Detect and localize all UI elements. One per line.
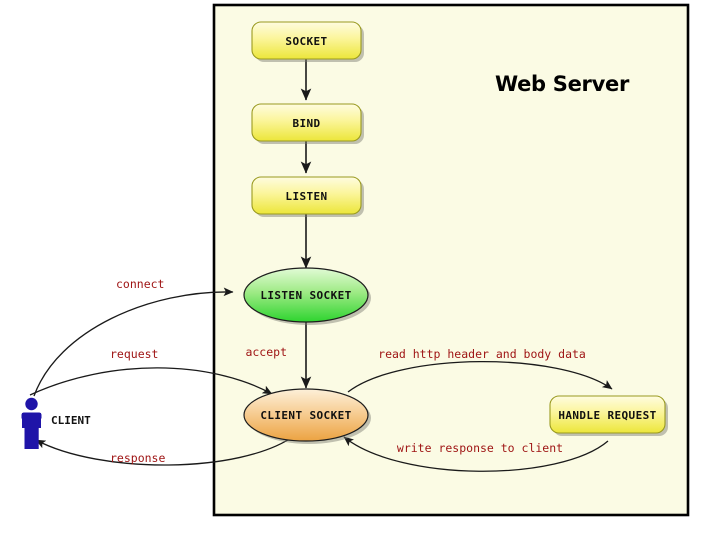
edge-label-response: response [110,451,165,465]
edge-accept: accept [245,322,312,389]
node-listen-socket-shape [243,267,369,323]
actor-client-label: CLIENT [51,414,91,427]
actor-client[interactable]: CLIENT [21,397,92,449]
edge-label-request: request [110,347,158,361]
edge-request: request [29,347,273,396]
person-icon [21,397,42,449]
edge-label-accept: accept [245,345,287,359]
node-handle-request[interactable]: HANDLE REQUEST [549,395,668,436]
node-listen-label: LISTEN [285,190,327,203]
node-listen[interactable]: LISTEN [251,176,364,217]
node-listen-socket-label: LISTEN SOCKET [260,289,351,302]
edge-label-connect: connect [116,277,164,291]
edge-response: response [35,435,295,466]
node-client-socket-label: CLIENT SOCKET [260,409,351,422]
edge-read: read http header and body data [347,347,613,393]
node-client-socket-shape [243,388,369,442]
node-listen-shape [251,176,362,215]
node-handle-request-shape [549,395,666,434]
edge-connect: connect [33,277,234,397]
node-bind-shape [251,103,362,142]
panel-title: Web Server [495,72,630,96]
node-socket-shape [251,21,362,60]
node-listen-socket[interactable]: LISTEN SOCKET [243,267,371,325]
edge-label-write: write response to client [397,441,563,455]
node-client-socket[interactable]: CLIENT SOCKET [243,388,371,444]
edge-write: write response to client [343,436,609,472]
node-bind-label: BIND [292,117,320,130]
edge-label-read: read http header and body data [378,347,586,361]
node-socket[interactable]: SOCKET [251,21,364,62]
node-handle-request-label: HANDLE REQUEST [558,409,656,422]
node-socket-label: SOCKET [285,35,327,48]
node-bind[interactable]: BIND [251,103,364,144]
